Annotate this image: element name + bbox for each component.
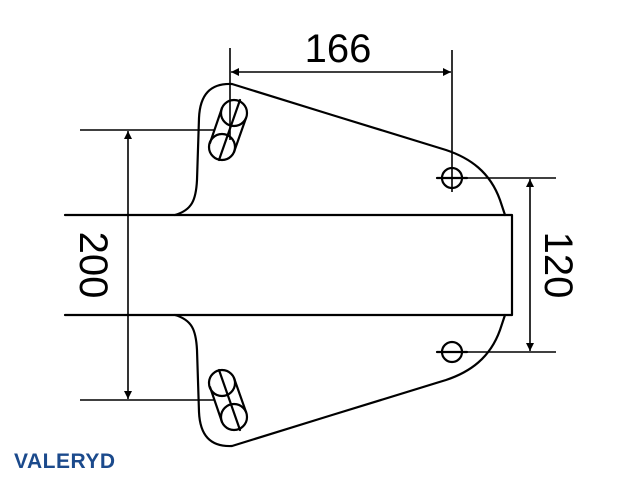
top-plate-outline bbox=[173, 82, 507, 217]
dimension-200 bbox=[80, 129, 215, 401]
dimension-120-label: 120 bbox=[536, 232, 580, 299]
top-slot bbox=[207, 98, 249, 162]
dimension-120 bbox=[452, 177, 556, 353]
dimension-200-label: 200 bbox=[71, 232, 115, 299]
bottom-slot bbox=[207, 368, 249, 432]
dimension-166 bbox=[229, 48, 453, 192]
dimension-166-label: 166 bbox=[305, 27, 372, 71]
valeryd-logo: VALERYD bbox=[14, 450, 116, 473]
bottom-plate-outline bbox=[173, 313, 507, 448]
tube bbox=[63, 213, 514, 317]
